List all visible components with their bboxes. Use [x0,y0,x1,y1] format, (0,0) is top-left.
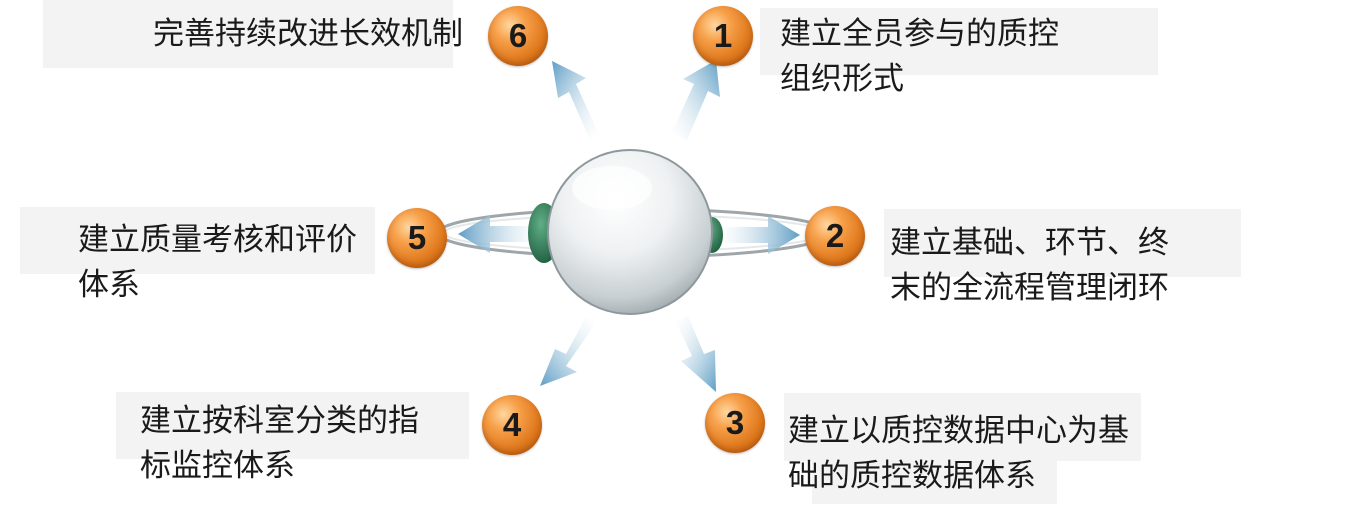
item-5-label: 建立质量考核和评价 体系 [78,218,357,308]
badge-1-number: 1 [713,17,733,54]
item-4-label: 建立按科室分类的指 标监控体系 [140,399,419,489]
arrow-left-icon [458,215,540,253]
badge-3-number: 3 [725,404,745,441]
badge-1: 1 [693,6,753,66]
label-box-1 [760,8,1158,75]
item-3-line2: 础的质控数据体系 [788,458,1036,494]
item-4-line1: 建立按科室分类的指 [140,403,419,439]
arrow-down-right-icon [676,316,716,392]
badge-3: 3 [705,393,765,453]
arrow-up-right-icon [672,60,720,140]
label-box-2 [884,209,1241,277]
item-3-label: 建立以质控数据中心为基 础的质控数据体系 [788,409,1129,499]
item-6-line1: 完善持续改进长效机制 [153,16,463,52]
item-1-line2: 组织形式 [780,61,904,97]
item-2-line2: 末的全流程管理闭环 [890,270,1169,306]
badge-5-number: 5 [407,219,427,256]
item-5-line1: 建立质量考核和评价 [78,222,357,258]
label-box-6 [43,0,453,68]
badge-2-number: 2 [825,217,845,254]
label-box-3b [812,448,1057,504]
label-box-4 [116,392,469,459]
item-6-label: 完善持续改进长效机制 [153,12,463,57]
arrow-right-icon [718,216,800,254]
badge-5: 5 [387,208,447,268]
item-2-line1: 建立基础、环节、终 [890,225,1169,261]
sphere-highlight [572,166,652,210]
item-5-line2: 体系 [78,267,140,303]
item-2-label: 建立基础、环节、终 末的全流程管理闭环 [890,221,1169,311]
item-1-label: 建立全员参与的质控 组织形式 [780,12,1059,102]
badge-6: 6 [488,6,548,66]
arrow-up-left-icon [552,61,598,140]
item-1-line1: 建立全员参与的质控 [780,16,1059,52]
badge-4: 4 [482,395,542,455]
label-box-5 [20,207,375,274]
item-4-line2: 标监控体系 [140,448,295,484]
badge-2: 2 [805,206,865,266]
arrow-down-left-icon [540,317,596,386]
item-3-line1: 建立以质控数据中心为基 [788,413,1129,449]
badge-4-number: 4 [502,406,522,443]
badge-6-number: 6 [508,17,528,54]
